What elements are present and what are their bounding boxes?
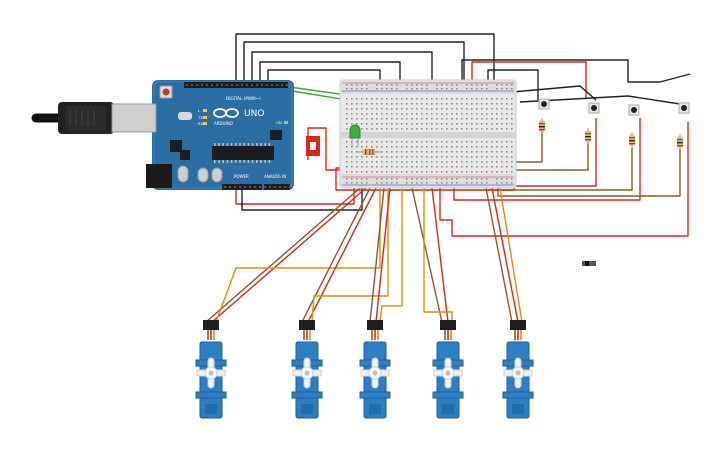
servo-motor[interactable]	[432, 320, 464, 419]
wire-orange	[311, 184, 389, 323]
icsp-header	[270, 130, 282, 140]
wire-red	[431, 187, 449, 323]
arduino-uno-board[interactable]: DIGITAL (PWM~) ARDUINO UNO L TX RX ON	[31, 80, 294, 190]
green-led[interactable]	[349, 124, 361, 146]
breadboard	[339, 79, 517, 189]
wire-red	[491, 187, 519, 323]
rx-label: RX	[198, 121, 204, 126]
dc-jack	[146, 164, 172, 188]
atmega328p-chip	[212, 146, 274, 160]
pushbutton[interactable]	[538, 98, 550, 110]
servo-motor[interactable]	[359, 320, 391, 419]
slide-switch[interactable]	[306, 136, 320, 156]
analog-header	[264, 184, 290, 190]
capacitor	[211, 167, 223, 183]
wire-orange	[379, 184, 403, 323]
pushbutton[interactable]	[678, 102, 690, 114]
pull-down-resistor	[629, 132, 635, 148]
led-resistor	[356, 149, 382, 155]
led-rx	[203, 122, 207, 125]
usb-port	[111, 103, 157, 133]
power-label: POWER	[234, 174, 249, 179]
led-l-label: L	[198, 108, 201, 113]
crystal	[178, 112, 192, 120]
capacitor	[197, 167, 209, 183]
capacitor	[177, 165, 189, 183]
pull-down-resistor	[539, 118, 545, 134]
digital-header-label: DIGITAL (PWM~)	[226, 96, 261, 101]
pull-down-resistor	[677, 134, 683, 150]
on-label: ON	[276, 120, 282, 125]
wire-brown	[369, 187, 385, 323]
led-on	[284, 121, 288, 124]
wire-orange	[499, 187, 523, 323]
brand-label: ARDUINO	[214, 121, 233, 126]
wire-red	[307, 187, 377, 323]
wire-brown	[497, 148, 681, 197]
wire-red	[235, 186, 355, 205]
wire-black	[241, 186, 363, 211]
wire-red	[504, 118, 597, 187]
servo-motor[interactable]	[291, 320, 323, 419]
model-label: UNO	[244, 109, 264, 119]
power-header	[222, 184, 262, 190]
wire-brown	[411, 187, 443, 323]
wire-red	[211, 187, 367, 323]
wire-red	[453, 118, 641, 201]
atmega16u2	[170, 140, 182, 152]
analog-label: ANALOG IN	[264, 174, 286, 179]
led-l	[203, 109, 207, 112]
voltage-regulator	[180, 150, 190, 160]
led-tx	[203, 116, 207, 119]
pushbutton[interactable]	[588, 102, 600, 114]
servo-motor[interactable]	[195, 320, 227, 419]
small-slide-switch[interactable]	[582, 261, 596, 266]
wire-brown	[485, 187, 513, 323]
wire-brown	[488, 148, 633, 191]
wire-black	[461, 59, 691, 106]
arduino-logo-icon	[213, 108, 239, 118]
tx-label: TX	[197, 115, 203, 120]
wire-black	[519, 95, 681, 105]
wire-red	[439, 122, 689, 237]
pushbutton[interactable]	[628, 104, 640, 116]
wire-red	[375, 187, 391, 323]
wire-brown	[205, 187, 361, 323]
wire-orange	[423, 184, 453, 322]
servo-motor[interactable]	[502, 320, 534, 419]
pull-down-resistor	[585, 128, 591, 144]
wire-black	[511, 85, 597, 101]
